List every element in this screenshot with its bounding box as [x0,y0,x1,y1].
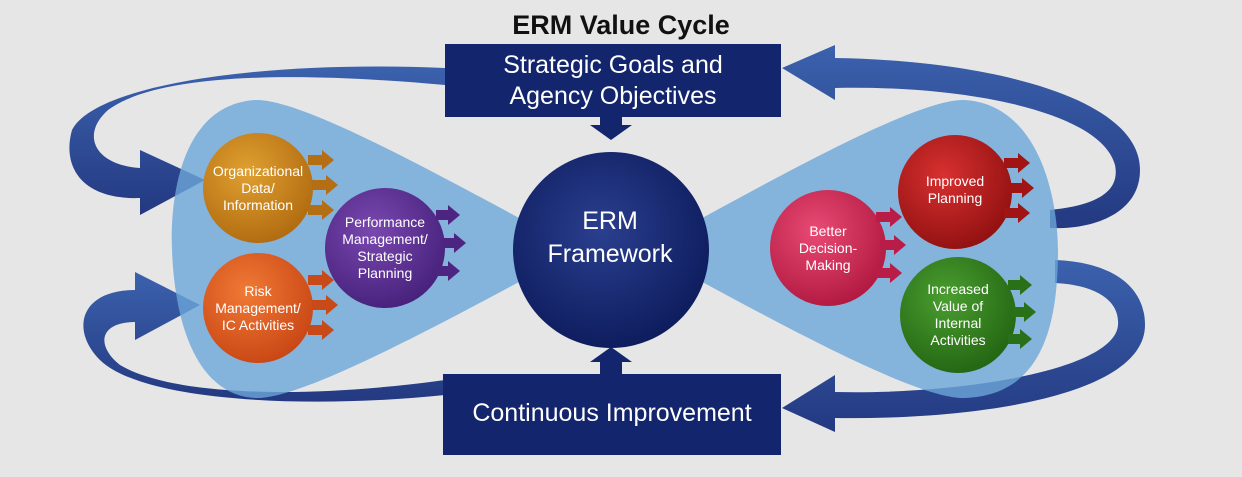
strategic-goals-line-2: Agency Objectives [509,82,717,110]
risk-management-node [203,253,338,363]
up-arrow-from-box [590,347,632,374]
center-line-2: Framework [547,240,673,268]
organizational-data-node [203,133,338,243]
improved-planning-node [898,135,1034,249]
down-arrow-to-center [590,117,632,140]
diagram-title: ERM Value Cycle [512,10,730,40]
planning-line-1: Improved [925,173,985,189]
org-line-3: Information [222,196,294,213]
risk-line-2: Management/ [215,299,301,316]
center-line-1: ERM [582,207,638,235]
increased-value-label: Increased Value of Internal Activities [903,273,1013,357]
strategic-goals-box [445,44,781,117]
risk-line-1: Risk [244,282,272,299]
performance-management-label: Performance Management/ Strategic Planni… [330,206,440,290]
org-line-1: Organizational [212,162,304,179]
erm-framework-label: ERM Framework [520,205,700,271]
value-line-3: Internal [934,315,982,331]
improved-planning-label: Improved Planning [900,165,1010,215]
decision-line-1: Better [809,222,847,239]
better-decision-making-node [770,190,906,306]
continuous-improvement-box [443,374,781,455]
left-cycle-arrows [69,66,445,402]
value-line-2: Value of [932,298,984,314]
continuous-improvement-label: Continuous Improvement [443,398,781,429]
right-cycle-arrows [782,45,1145,432]
organizational-data-label: Organizational Data/ Information [203,153,313,223]
org-line-2: Data/ [241,179,275,196]
decision-line-2: Decision- [798,239,858,256]
continuous-improvement-line: Continuous Improvement [472,399,752,427]
perf-line-3: Strategic [357,248,413,264]
bottom-right-arrow [782,260,1145,432]
strategic-goals-label: Strategic Goals and Agency Objectives [445,50,781,112]
decision-line-3: Making [805,256,851,273]
strategic-goals-line-1: Strategic Goals and [503,51,723,79]
risk-line-3: IC Activities [221,316,295,333]
top-left-return-arrow [69,66,445,215]
value-line-4: Activities [930,332,986,348]
risk-management-label: Risk Management/ IC Activities [203,273,313,343]
perf-line-4: Planning [357,265,413,281]
perf-line-1: Performance [344,214,426,230]
perf-line-2: Management/ [342,231,428,247]
top-right-arrow [782,45,1140,229]
increased-value-node [900,257,1036,373]
planning-line-2: Planning [927,190,983,206]
erm-framework-circle [513,152,709,348]
performance-management-node [325,188,466,308]
better-decision-making-label: Better Decision- Making [773,213,883,283]
value-line-1: Increased [927,281,989,297]
bottom-left-return-arrow [83,272,445,402]
